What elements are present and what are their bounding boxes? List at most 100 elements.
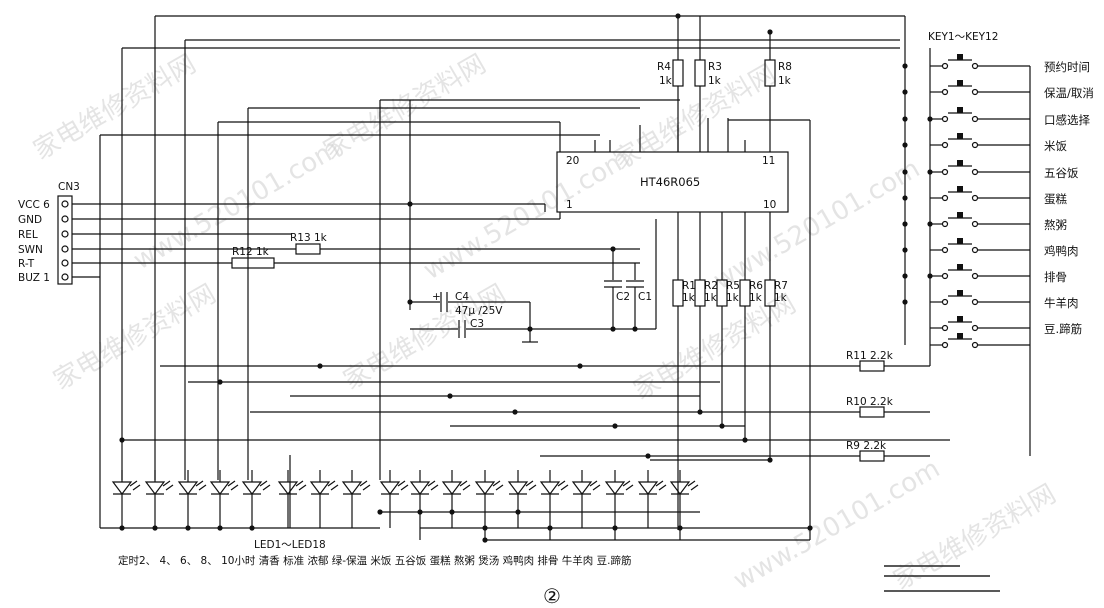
r13-label: R13 1k [290, 232, 328, 244]
key-contact [971, 246, 979, 254]
r9-label: R9 2.2k [846, 440, 887, 452]
junction-dot [632, 326, 638, 332]
r1-value: 1k [682, 292, 696, 304]
resistor-r9 [859, 450, 885, 462]
resistor-r4 [672, 59, 684, 87]
key-contact [941, 115, 949, 123]
led-icon [379, 481, 401, 495]
key-contact [941, 341, 949, 349]
led-icon [241, 481, 263, 495]
key-button-icon [957, 264, 963, 270]
connector-pin [61, 200, 69, 208]
junction-dot [902, 273, 908, 279]
r4-value: 1k [659, 75, 673, 87]
r7-label: R7 [774, 280, 788, 292]
junction-dot [902, 247, 908, 253]
junction-dot [902, 221, 908, 227]
key-matrix: KEY1～KEY12 预约时间保温/取消口感选择米饭五谷饭蛋糕熬粥鸡鸭肉排骨牛羊… [904, 16, 1094, 456]
led-icon [507, 481, 529, 495]
c1-label: C1 [638, 291, 652, 303]
key-label: 保温/取消 [1044, 86, 1094, 100]
junction-dot [447, 393, 453, 399]
led-icon [474, 481, 496, 495]
bus-lines [99, 16, 950, 528]
r1-label: R1 [682, 280, 696, 292]
junction-dot [377, 509, 383, 515]
watermark: 家电维修资料网 [339, 279, 512, 396]
ic-pin-10: 10 [763, 199, 776, 211]
r3-label: R3 [708, 61, 722, 73]
resistor-r12 [231, 257, 275, 269]
key-label: 预约时间 [1044, 60, 1090, 74]
key-label: 蛋糕 [1044, 192, 1067, 206]
c4-plus: + [432, 291, 441, 303]
watermark: 家电维修资料网 [629, 289, 802, 406]
connector-pin-label: GND [18, 214, 42, 226]
key-contact [941, 141, 949, 149]
key-label: 豆.蹄筋 [1044, 322, 1082, 336]
key-button-icon [957, 133, 963, 139]
key-button-icon [957, 212, 963, 218]
key-contact [941, 324, 949, 332]
r4-label: R4 [657, 61, 671, 73]
resistors-r12-r13: R13 1k R12 1k [231, 232, 328, 269]
led-icon [111, 481, 133, 495]
key-contact [971, 88, 979, 96]
junction-dot [902, 195, 908, 201]
key-contact [971, 220, 979, 228]
key-label: 米饭 [1044, 139, 1067, 153]
led-icon [604, 481, 626, 495]
r3-value: 1k [708, 75, 722, 87]
r5-label: R5 [726, 280, 740, 292]
connector-wires [72, 203, 640, 278]
decorative-lines [884, 565, 1000, 592]
junction-dot [767, 457, 773, 463]
connector-pin [61, 245, 69, 253]
junction-dot [677, 525, 683, 531]
connector-pin-label: R-T [18, 258, 35, 270]
junction-dot [612, 423, 618, 429]
key-contact [971, 272, 979, 280]
capacitors: + C4 47μ /25V C3 C2 C1 [410, 219, 657, 343]
r6-value: 1k [749, 292, 763, 304]
led-icon [571, 481, 593, 495]
key-label: 牛羊肉 [1044, 296, 1079, 310]
key-contact [941, 88, 949, 96]
connector-pin-label: BUZ 1 [18, 272, 50, 284]
junction-dot [249, 525, 255, 531]
key-label: 鸡鸭肉 [1044, 244, 1079, 258]
led-icon [669, 481, 691, 495]
led-title: LED1～LED18 [254, 539, 326, 551]
junction-dot [675, 13, 681, 19]
connector-pin-label: SWN [18, 244, 43, 256]
ic-name: HT46R065 [640, 175, 700, 189]
watermark: www.520101.com [709, 154, 926, 296]
resistor-r11 [859, 360, 885, 372]
junction-dot [185, 525, 191, 531]
junction-dot [407, 299, 413, 305]
junction-dot [612, 525, 618, 531]
r2-value: 1k [704, 292, 718, 304]
key-contact [941, 62, 949, 70]
key-contact [971, 324, 979, 332]
key-button-icon [957, 290, 963, 296]
key-contact [971, 62, 979, 70]
watermark: 家电维修资料网 [49, 279, 222, 396]
key-button-icon [957, 333, 963, 339]
junction-dot [449, 509, 455, 515]
junction-dot [902, 299, 908, 305]
figure-number: ② [543, 584, 561, 608]
junction-dot [902, 89, 908, 95]
c4-label: C4 [455, 291, 469, 303]
junction-dot [807, 525, 813, 531]
led-icon [341, 481, 363, 495]
junction-dot [902, 116, 908, 122]
junction-dot [217, 379, 223, 385]
r6-label: R6 [749, 280, 763, 292]
r8-value: 1k [778, 75, 792, 87]
led-icon [309, 481, 331, 495]
r11-label: R11 2.2k [846, 350, 894, 362]
junction-dot [217, 525, 223, 531]
